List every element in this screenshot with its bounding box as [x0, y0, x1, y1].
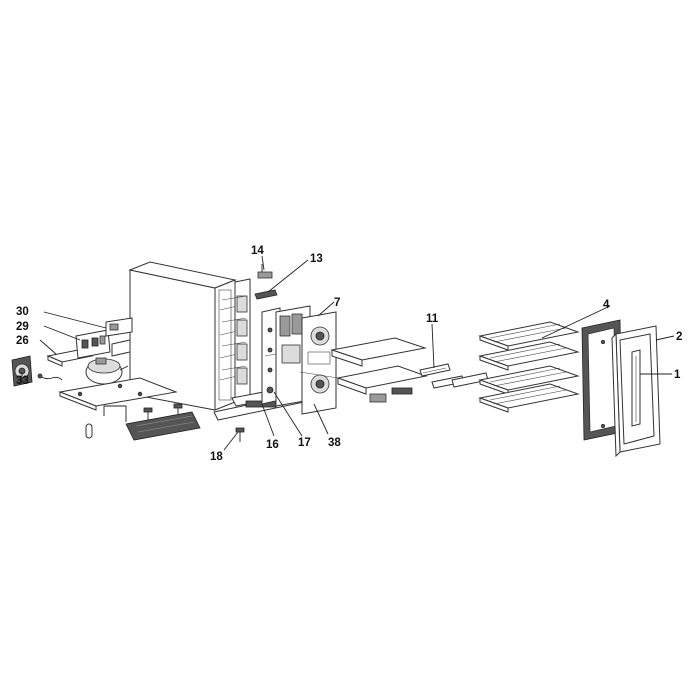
callout-38: 38	[328, 437, 341, 449]
condenser-fan-part-33	[11, 355, 33, 387]
top-hinge-part-14	[257, 264, 273, 279]
control-box-part-29	[75, 329, 111, 359]
compressor	[85, 357, 129, 385]
door-handle-part-1	[631, 349, 641, 427]
callout-7: 7	[334, 297, 340, 309]
condenser-coil	[103, 405, 201, 441]
power-cord	[37, 373, 63, 381]
rail-part-11	[419, 363, 489, 389]
callout-11: 11	[426, 313, 439, 325]
base-plate	[58, 377, 178, 411]
callout-18: 18	[210, 451, 223, 463]
callout-13: 13	[310, 253, 323, 265]
callout-4: 4	[603, 299, 610, 311]
callout-30: 30	[16, 306, 29, 318]
callout-26: 26	[16, 335, 29, 347]
small-bracket	[111, 339, 131, 357]
callout-2: 2	[676, 331, 682, 343]
evaporator-fan-part-7	[275, 305, 337, 415]
drain-tube	[85, 423, 93, 439]
callout-1: 1	[674, 369, 681, 381]
bracket-part-30	[105, 317, 133, 337]
hinge-bracket-part-13	[254, 289, 278, 300]
leveling-feet	[143, 403, 183, 420]
callout-33: 33	[16, 375, 29, 387]
shelf-stack-part-4	[478, 321, 580, 413]
inner-panel-assembly	[299, 337, 428, 403]
callout-14: 14	[251, 245, 264, 257]
leveling-foot-part-18	[235, 427, 245, 442]
leader-lines	[21, 255, 675, 451]
callout-16: 16	[266, 439, 279, 451]
callout-labels: 14 13 7 11 4 2 1 30 29 26 33 16 17 38 18	[16, 245, 682, 463]
cabinet-body	[128, 261, 251, 411]
callout-29: 29	[16, 321, 29, 333]
callout-17: 17	[298, 437, 311, 449]
